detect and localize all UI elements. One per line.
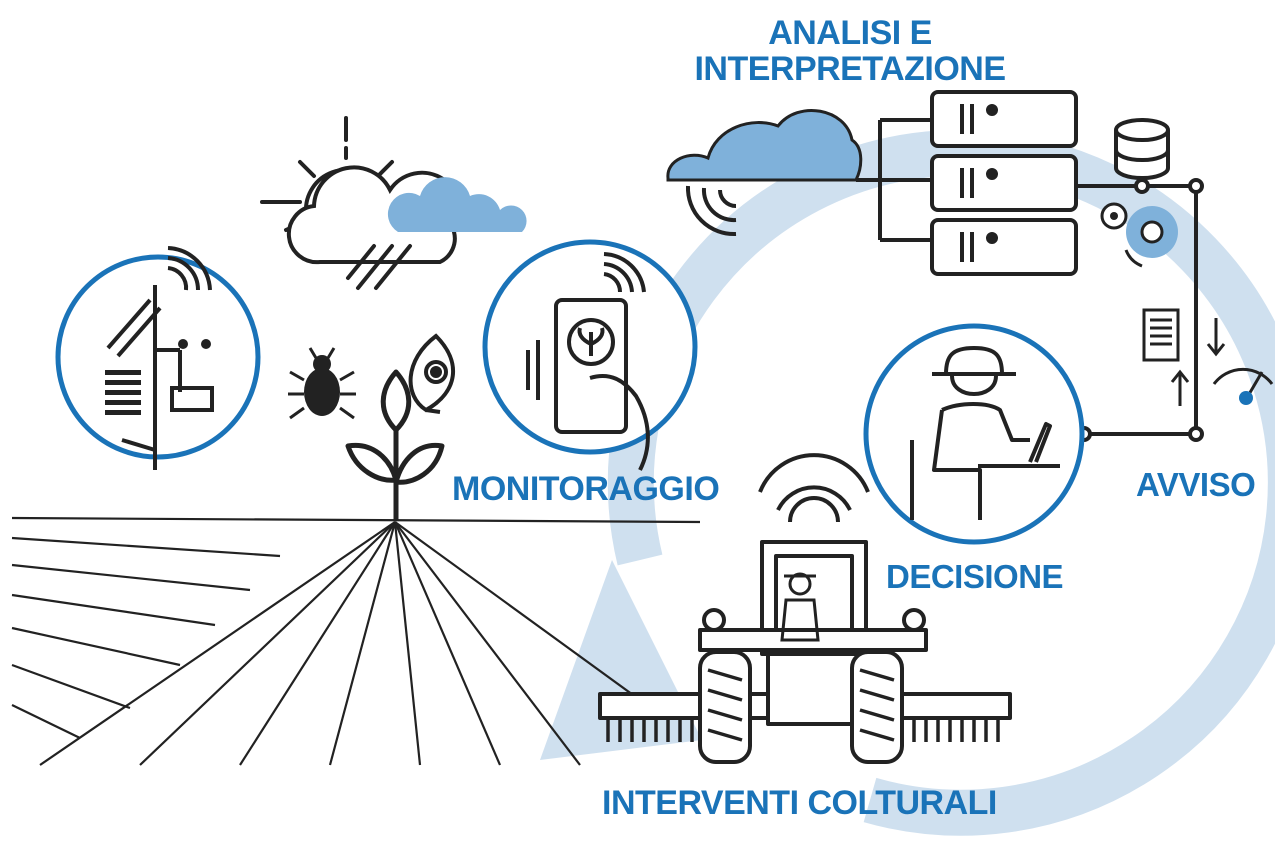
- wifi-signal-icon: [685, 185, 737, 237]
- sun-cloud-rain-icon: [260, 116, 463, 290]
- interventions-label: INTERVENTI COLTURALI: [602, 784, 997, 822]
- weather-station-icon: [55, 246, 261, 470]
- leaf-disease-icon: [408, 333, 456, 414]
- farmer-laptop-icon: [863, 323, 1085, 545]
- document-icon: [1142, 308, 1180, 362]
- analysis-label: ANALISI E INTERPRETAZIONE: [640, 16, 1060, 88]
- tractor-icon: [598, 453, 1012, 764]
- decision-label: DECISIONE: [886, 558, 1064, 595]
- monitoring-label: MONITORAGGIO: [452, 470, 720, 508]
- server-rack-icon: [856, 90, 1078, 276]
- alert-label: AVVISO: [1136, 466, 1256, 503]
- analysis-label-line1: ANALISI E: [768, 14, 932, 52]
- gears-icon: [1100, 202, 1178, 268]
- field-lines: [11, 516, 701, 766]
- smartphone-app-icon: [482, 239, 698, 471]
- analysis-label-line2: INTERPRETAZIONE: [694, 50, 1006, 88]
- database-icon: [1114, 118, 1170, 180]
- cloud-icon: [387, 177, 527, 232]
- bug-icon: [288, 347, 356, 420]
- cloud-icon: [666, 109, 863, 182]
- plant-sprout-icon: [345, 369, 445, 520]
- gauge-icon: [1212, 367, 1274, 405]
- flow-arrows: [1170, 318, 1226, 406]
